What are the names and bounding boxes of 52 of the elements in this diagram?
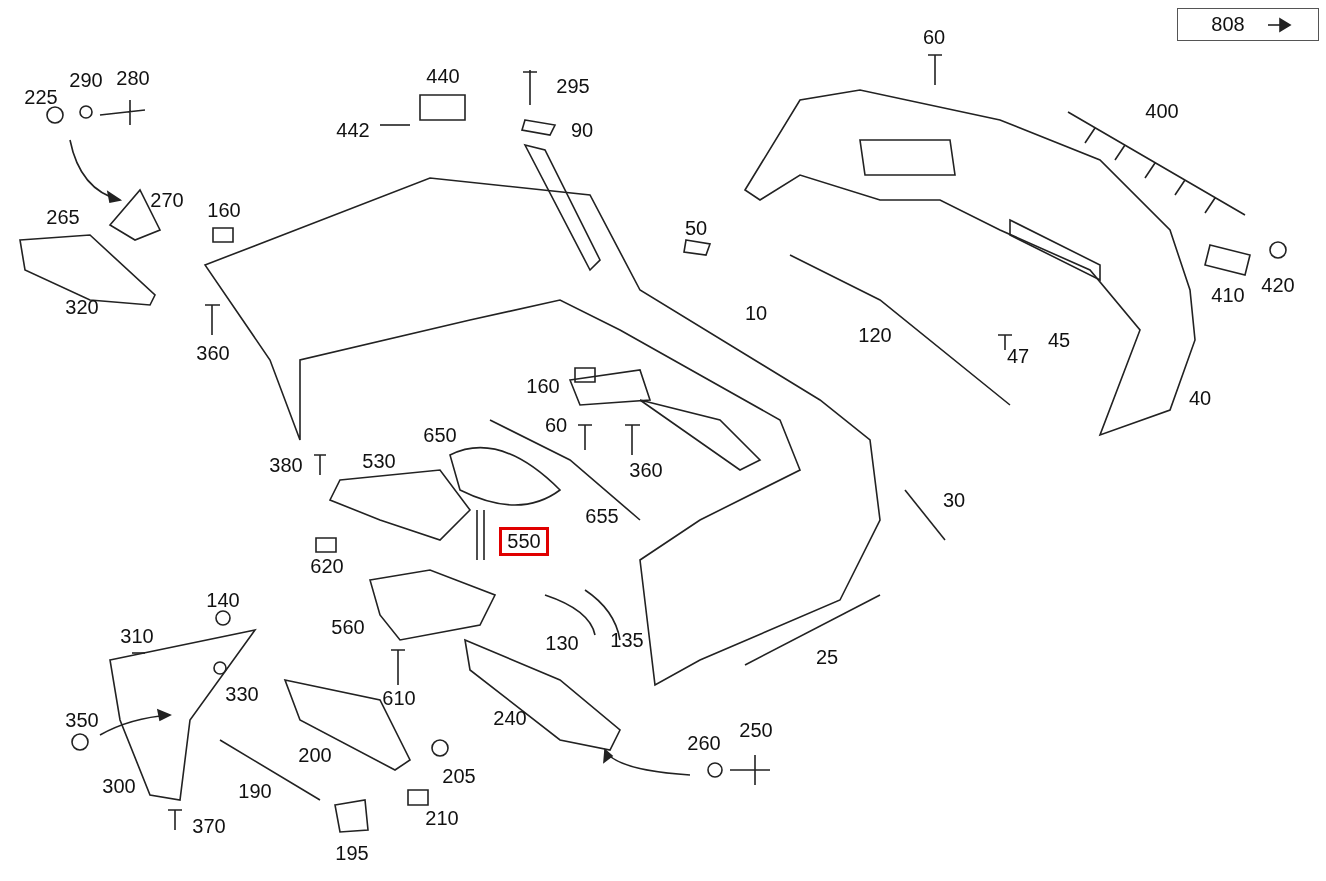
callout-number: 380 xyxy=(269,455,303,475)
callout-number: 290 xyxy=(69,70,103,90)
callout-number: 440 xyxy=(426,66,460,86)
callout-number: 360 xyxy=(196,343,230,363)
callout-number: 400 xyxy=(1145,101,1179,121)
callout-number: 160 xyxy=(207,200,241,220)
callout-number: 260 xyxy=(687,733,721,753)
callout-number: 530 xyxy=(362,451,396,471)
callout-number: 240 xyxy=(493,708,527,728)
callout-number: 650 xyxy=(423,425,457,445)
callout-number: 50 xyxy=(684,218,708,238)
callout-number: 560 xyxy=(331,617,365,637)
callout-number: 205 xyxy=(442,766,476,786)
callout-number: 30 xyxy=(942,490,966,510)
callout-number: 350 xyxy=(65,710,99,730)
callout-number: 320 xyxy=(65,297,99,317)
callout-number: 47 xyxy=(1006,346,1030,366)
callout-number: 90 xyxy=(570,120,594,140)
callout-number: 60 xyxy=(544,415,568,435)
callout-number: 442 xyxy=(336,120,370,140)
callout-number: 280 xyxy=(116,68,150,88)
callout-number: 10 xyxy=(744,303,768,323)
callout-number: 420 xyxy=(1261,275,1295,295)
highlighted-callout-number: 550 xyxy=(499,527,549,556)
callout-number: 40 xyxy=(1188,388,1212,408)
callout-number: 270 xyxy=(150,190,184,210)
callout-number: 265 xyxy=(46,207,80,227)
callout-number: 250 xyxy=(739,720,773,740)
reference-box: 808 xyxy=(1177,8,1319,41)
callout-number: 330 xyxy=(225,684,259,704)
callout-number: 410 xyxy=(1211,285,1245,305)
callout-number: 210 xyxy=(425,808,459,828)
callout-number: 120 xyxy=(858,325,892,345)
callout-number: 190 xyxy=(238,781,272,801)
callout-number: 45 xyxy=(1047,330,1071,350)
callout-number: 25 xyxy=(815,647,839,667)
callout-number: 195 xyxy=(335,843,369,863)
callout-number: 300 xyxy=(102,776,136,796)
callout-number: 135 xyxy=(610,630,644,650)
callout-number: 310 xyxy=(120,626,154,646)
callout-number: 140 xyxy=(206,590,240,610)
callout-number: 360 xyxy=(629,460,663,480)
callout-number: 160 xyxy=(526,376,560,396)
callout-number: 60 xyxy=(922,27,946,47)
callout-number: 370 xyxy=(192,816,226,836)
callout-number: 610 xyxy=(382,688,416,708)
callout-number: 620 xyxy=(310,556,344,576)
callout-number: 130 xyxy=(545,633,579,653)
callout-number: 200 xyxy=(298,745,332,765)
callout-number: 225 xyxy=(24,87,58,107)
callout-number: 295 xyxy=(556,76,590,96)
callout-number: 655 xyxy=(585,506,619,526)
